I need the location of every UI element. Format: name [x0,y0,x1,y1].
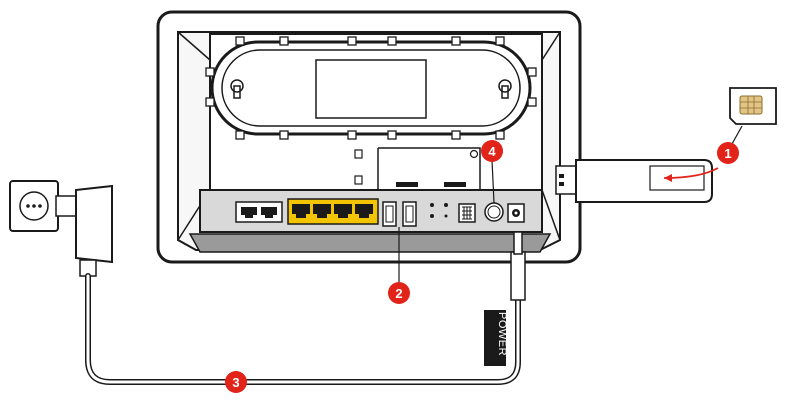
power-cable-outline [88,276,518,382]
callout-4-label: 4 [488,144,496,159]
power-label-tag: POWER [484,310,508,366]
callout-1-label: 1 [724,146,731,161]
router-base [190,234,550,252]
callout-1: 1 [717,142,739,164]
dsl-port [459,204,475,222]
power-button [485,203,503,221]
callout-2-label: 2 [395,286,402,301]
product-label [316,60,426,118]
power-label: POWER [496,312,508,356]
wall-outlet [10,181,58,231]
power-cable [88,276,518,382]
callout-3: 3 [225,371,247,393]
telephone-ports [236,202,282,222]
callout-3-label: 3 [232,375,239,390]
wall-mount-plate [206,37,536,139]
power-socket [508,204,524,222]
power-adapter [56,186,112,276]
lte-usb-stick [556,160,712,202]
ethernet-ports [288,199,378,224]
sim-card [730,88,776,124]
router [158,12,580,262]
